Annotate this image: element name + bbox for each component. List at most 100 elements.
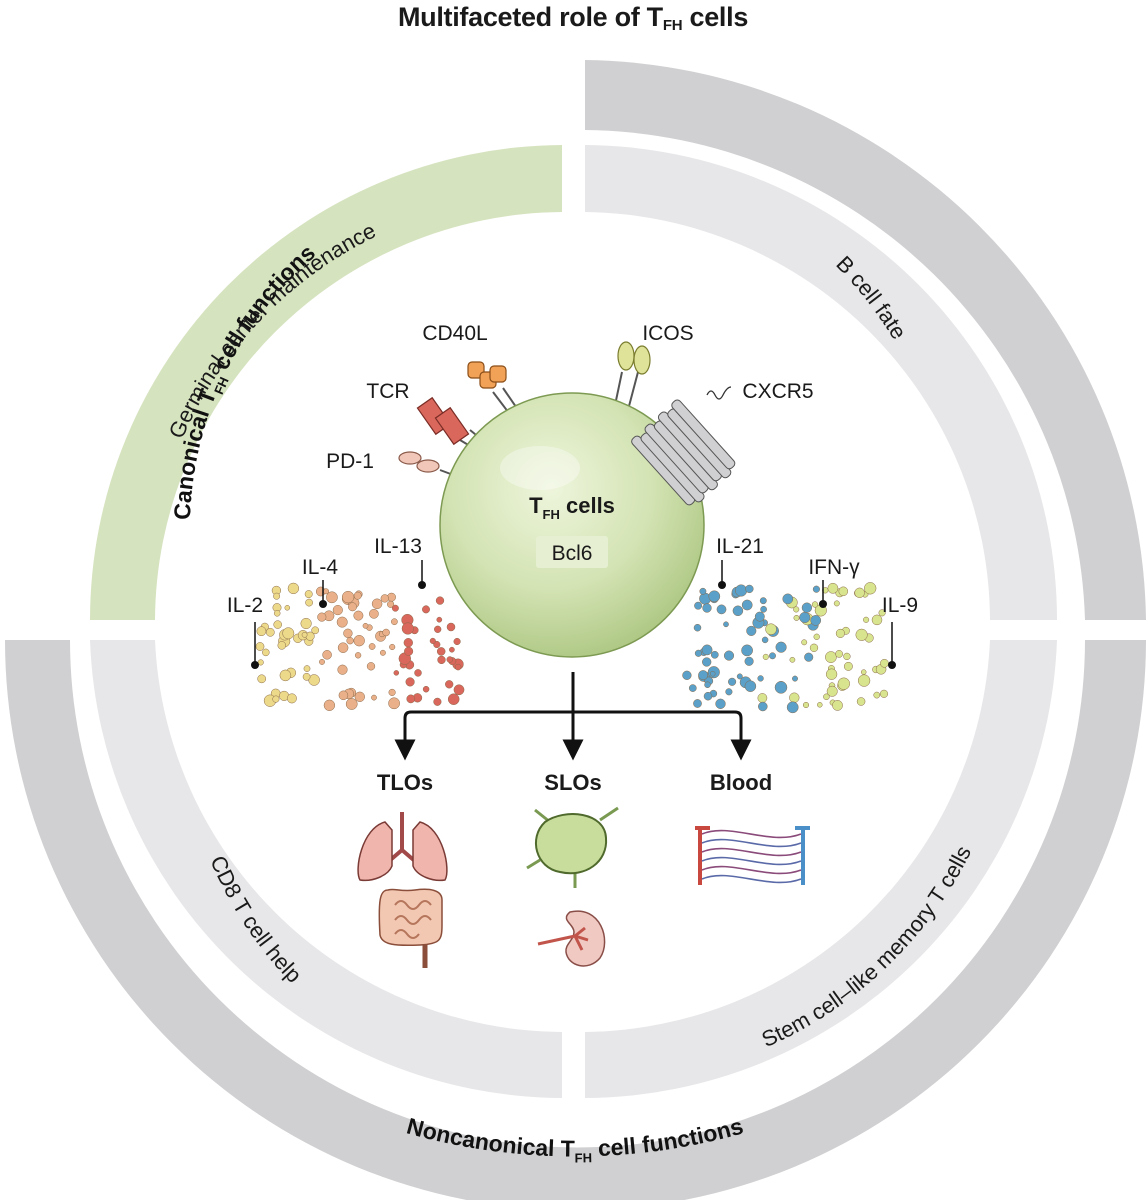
- cytokine-dot: [257, 627, 266, 636]
- cytokine-dot: [683, 671, 692, 680]
- cytokine-dot: [813, 586, 820, 593]
- cytokine-dot: [404, 647, 413, 656]
- cytokine-dot: [402, 623, 414, 635]
- cytokine-dot: [256, 642, 264, 650]
- cytokine-dot: [312, 627, 319, 634]
- cytokine-dot: [434, 626, 441, 633]
- cytokine-dot: [800, 612, 811, 623]
- cytokine-dot: [792, 676, 797, 681]
- cytokine-dot: [278, 641, 286, 649]
- cytokine-dot: [449, 647, 454, 652]
- cytokine-dots-left: [256, 583, 464, 711]
- cytokine-dot: [863, 617, 869, 623]
- cytokine-dot: [695, 650, 702, 657]
- capillary: [702, 831, 801, 838]
- blood-label: Blood: [710, 770, 772, 795]
- cytokine-dot: [858, 675, 870, 687]
- cytokine-dot: [304, 666, 310, 672]
- cytokine-dot: [430, 638, 436, 644]
- il21-label: IL-21: [716, 535, 764, 558]
- cytokine-dot: [354, 592, 361, 599]
- cytokine-dot: [274, 621, 282, 629]
- cytokine-dot: [703, 604, 712, 613]
- cytokine-dot: [761, 606, 767, 612]
- cytokine-dot: [391, 619, 397, 625]
- cytokine-dot: [306, 599, 313, 606]
- cytokine-dot: [347, 637, 354, 644]
- cytokine-dot: [454, 685, 464, 695]
- blood-vessels-icon: [695, 828, 810, 885]
- cytokine-dot: [766, 624, 777, 635]
- cytokine-dot: [436, 597, 444, 605]
- cytokine-dot: [258, 675, 266, 683]
- cytokine-dot: [838, 678, 850, 690]
- cytokine-dot: [389, 698, 400, 709]
- cytokine-dot: [775, 681, 787, 693]
- cytokine-dot: [811, 615, 821, 625]
- cytokine-dot: [305, 590, 312, 597]
- il9-label: IL-9: [882, 594, 918, 617]
- cytokine-dot: [363, 623, 368, 628]
- cytokine-dot: [856, 629, 868, 641]
- cytokine-dot: [826, 669, 837, 680]
- cytokine-dot: [803, 702, 809, 708]
- cytokine-dot: [354, 635, 365, 646]
- cytokine-dot: [836, 629, 845, 638]
- cytokine-dot: [836, 650, 843, 657]
- cytokine-dot: [392, 605, 398, 611]
- icos-label: ICOS: [642, 322, 693, 345]
- capillary: [702, 840, 801, 847]
- cytokine-dot: [338, 643, 348, 653]
- cytokine-dot: [758, 702, 767, 711]
- il9-pin: [888, 622, 896, 669]
- cytokine-dot: [283, 628, 294, 639]
- capillary: [702, 849, 801, 856]
- branch-arrows: [405, 672, 741, 750]
- cytokine-dot: [728, 678, 736, 686]
- cytokine-dot: [369, 609, 378, 618]
- cytokine-dot: [702, 658, 711, 667]
- cytokine-dot: [726, 689, 733, 696]
- cytokine-dot: [323, 589, 328, 594]
- cytokine-dot: [369, 643, 375, 649]
- cytokine-dots-right: [683, 582, 889, 713]
- capillary: [702, 876, 801, 883]
- cytokine-dot: [710, 671, 715, 676]
- pd1-label: PD-1: [326, 450, 374, 473]
- cytokine-dot: [769, 653, 775, 659]
- cytokine-dot: [746, 585, 754, 593]
- il13-pin: [418, 560, 426, 589]
- cytokine-dot: [302, 632, 307, 637]
- cytokine-dot: [742, 600, 752, 610]
- cytokine-dot: [454, 638, 461, 645]
- cytokine-dot: [790, 657, 795, 662]
- cytokine-dot: [355, 692, 365, 702]
- cytokine-dot: [844, 653, 851, 660]
- cytokine-dot: [445, 680, 453, 688]
- cytokine-dot: [857, 698, 865, 706]
- cytokine-dot: [880, 690, 888, 698]
- cytokine-dot: [354, 611, 363, 620]
- cytokine-dot: [825, 652, 836, 663]
- cytokine-dot: [723, 622, 728, 627]
- cytokine-dot: [794, 615, 799, 620]
- tlos-label: TLOs: [377, 770, 433, 795]
- cytokine-dot: [437, 647, 445, 655]
- cytokine-dot: [372, 599, 382, 609]
- cytokine-dot: [804, 653, 813, 662]
- cytokine-dot: [274, 610, 280, 616]
- il13-label: IL-13: [374, 535, 422, 558]
- cytokine-dot: [434, 698, 442, 706]
- cytokine-dot: [333, 605, 343, 615]
- cytokine-dot: [817, 702, 822, 707]
- cytokine-dot: [323, 650, 332, 659]
- cytokine-dot: [406, 678, 415, 687]
- cytokine-dot: [371, 695, 376, 700]
- cytokine-dot: [324, 700, 335, 711]
- ifng-pin: [819, 580, 827, 608]
- cytokine-dot: [389, 689, 396, 696]
- cytokine-dot: [880, 659, 888, 667]
- cytokine-dot: [355, 652, 361, 658]
- cytokine-dot: [864, 582, 876, 594]
